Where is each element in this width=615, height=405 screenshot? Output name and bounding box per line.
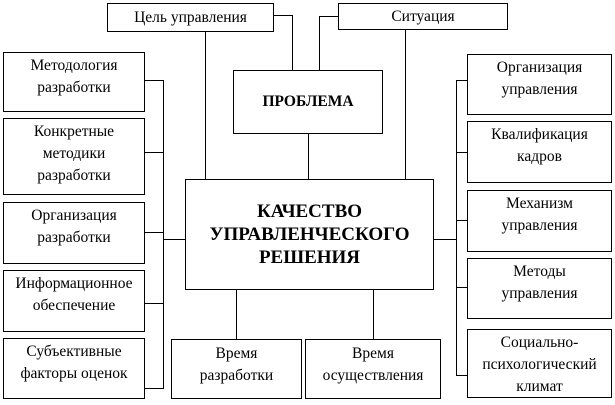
connector xyxy=(144,388,163,389)
box-label: Время осуществления xyxy=(322,345,424,384)
connector xyxy=(405,29,406,180)
left-box-3: Организация разработки xyxy=(3,202,145,264)
connector xyxy=(456,375,467,376)
connector xyxy=(456,220,467,221)
box-label: Социально- психологический климат xyxy=(482,334,597,395)
connector xyxy=(144,303,163,304)
box-label: Субъективные факторы оценок xyxy=(20,343,128,382)
connector xyxy=(292,15,293,70)
connector xyxy=(236,289,237,339)
box-label: Организация разработки xyxy=(31,207,117,246)
box-label: Организация управления xyxy=(496,59,583,98)
connector xyxy=(163,239,185,240)
right-box-5: Социально- психологический климат xyxy=(467,329,612,398)
left-box-5: Субъективные факторы оценок xyxy=(3,338,145,399)
right-box-4: Методы управления xyxy=(467,258,612,319)
left-box-2: Конкретные методики разработки xyxy=(3,118,145,195)
connector xyxy=(319,16,320,70)
main-box: КАЧЕСТВО УПРАВЛЕНЧЕСКОГО РЕШЕНИЯ xyxy=(185,179,434,290)
connector xyxy=(144,232,163,233)
right-box-3: Механизм управления xyxy=(467,190,612,252)
connector xyxy=(373,289,374,339)
connector xyxy=(273,15,293,16)
box-label: Время разработки xyxy=(199,345,274,384)
situation-label: Ситуация xyxy=(391,7,455,25)
main-label: КАЧЕСТВО УПРАВЛЕНЧЕСКОГО РЕШЕНИЯ xyxy=(209,201,410,268)
box-label: Методы управления xyxy=(501,263,578,302)
connector xyxy=(456,152,467,153)
connector xyxy=(319,16,338,17)
goal-label: Цель управления xyxy=(134,8,247,26)
left-box-1: Методология разработки xyxy=(3,52,145,112)
box-label: Методология разработки xyxy=(30,57,118,96)
connector xyxy=(456,80,467,81)
left-box-4: Информационное обеспечение xyxy=(3,270,145,332)
right-bus xyxy=(456,80,457,376)
box-label: Информационное обеспечение xyxy=(15,275,133,314)
connector xyxy=(144,80,163,81)
goal-box: Цель управления xyxy=(107,3,274,32)
bottom-box-1: Время разработки xyxy=(171,339,302,399)
right-box-2: Квалификация кадров xyxy=(467,121,612,183)
box-label: Квалификация кадров xyxy=(491,126,588,165)
situation-box: Ситуация xyxy=(338,3,508,30)
connector xyxy=(308,133,309,180)
bottom-box-2: Время осуществления xyxy=(305,339,441,399)
right-box-1: Организация управления xyxy=(467,54,612,115)
left-bus xyxy=(163,80,164,389)
connector xyxy=(456,287,467,288)
connector xyxy=(205,31,206,180)
problem-label: ПРОБЛЕМА xyxy=(262,93,354,110)
problem-box: ПРОБЛЕМА xyxy=(233,70,383,134)
connector xyxy=(433,239,456,240)
connector xyxy=(144,152,163,153)
box-label: Конкретные методики разработки xyxy=(33,123,115,184)
box-label: Механизм управления xyxy=(501,195,578,234)
